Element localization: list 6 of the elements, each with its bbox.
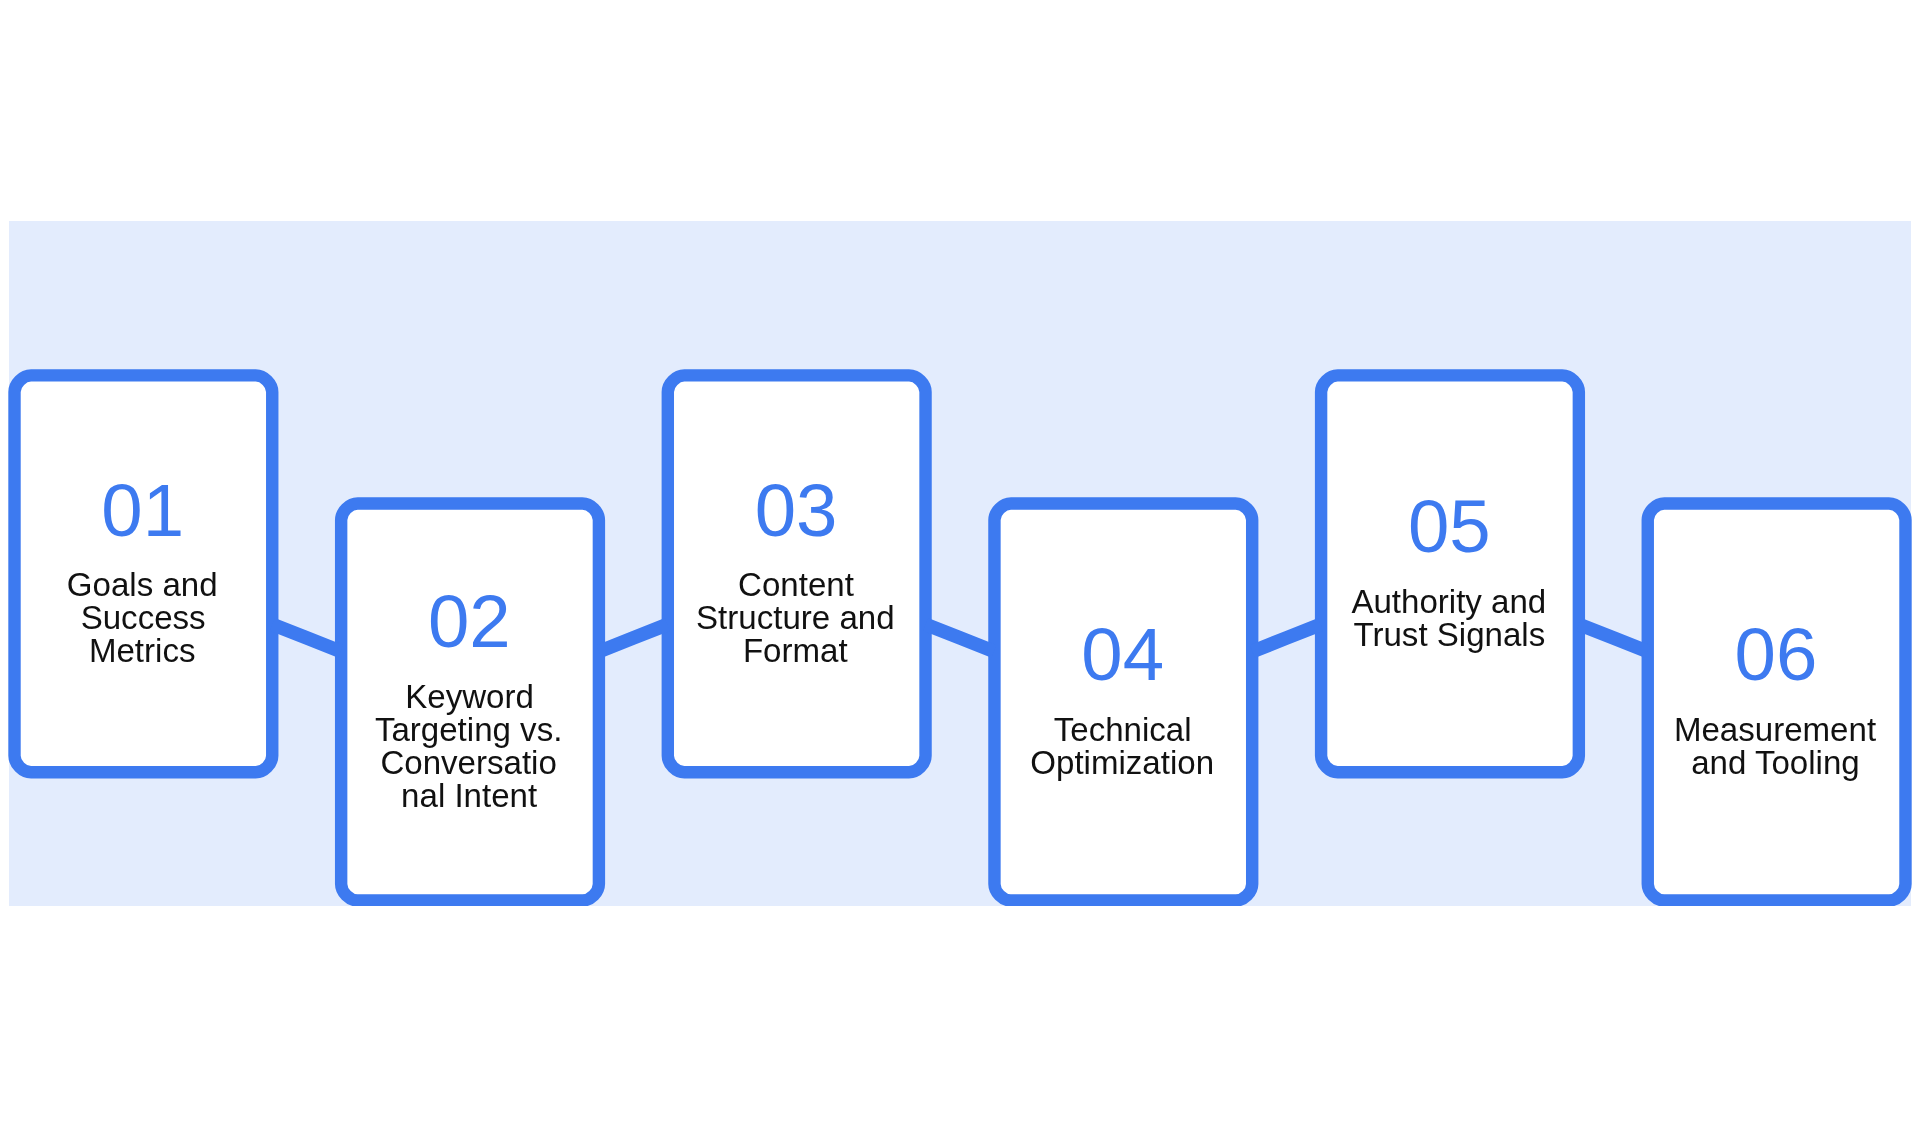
node-box: 03 Content Structure and Format bbox=[661, 368, 932, 778]
node-box: 06 Measurement and Tooling bbox=[1641, 496, 1912, 906]
node-box: 01 Goals and Success Metrics bbox=[8, 368, 279, 778]
node-box: 02 Keyword Targeting vs. Conversatio nal Intent bbox=[334, 496, 606, 906]
node-box: 05 Authority and Trust Signals bbox=[1314, 368, 1586, 778]
node-box: 04 Technical Optimization bbox=[988, 496, 1259, 906]
